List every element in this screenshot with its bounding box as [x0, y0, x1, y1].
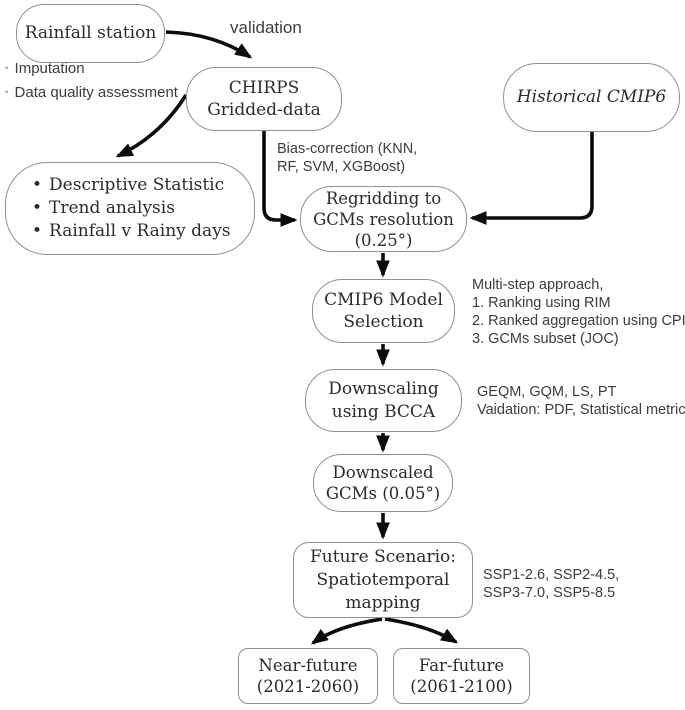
node-regridding: Regridding to GCMs resolution (0.25°)	[300, 186, 467, 252]
node-far-future: Far-future (2061-2100)	[393, 648, 530, 704]
dot-icon: ◦	[5, 87, 9, 98]
multistep-line4: 3. GCMs subset (JOC)	[472, 331, 619, 347]
station-note: ◦ Imputation	[5, 58, 178, 82]
node-future-line1: Future Scenario:	[310, 546, 456, 567]
node-downscaling-line2: using BCCA	[331, 401, 436, 422]
node-selection-line1: CMIP6 Model	[324, 289, 443, 310]
descriptive-item: • Trend analysis	[32, 197, 175, 220]
ssp-line2: SSP3-7.0, SSP5-8.5	[483, 585, 616, 601]
node-chirps-label-line1: CHIRPS	[228, 77, 300, 98]
node-rainfall-station-label: Rainfall station	[24, 23, 157, 44]
node-rainfall-station: Rainfall station	[16, 4, 165, 63]
node-near-future-line1: Near-future	[258, 655, 358, 675]
station-note-label: Data quality assessment	[14, 84, 178, 101]
node-cmip6-model-selection: CMIP6 Model Selection	[312, 279, 455, 343]
node-near-future: Near-future (2021-2060)	[238, 648, 378, 704]
ssp-line1: SSP1-2.6, SSP2-4.5,	[483, 567, 620, 583]
station-note: ◦ Data quality assessment	[5, 82, 178, 106]
node-downscaling-line1: Downscaling	[328, 379, 439, 400]
bias-correction-line2: RF, SVM, XGBoost)	[277, 159, 406, 175]
bullet-icon: •	[32, 221, 43, 241]
descriptive-item-label: Trend analysis	[49, 198, 175, 218]
annotation-multistep-approach: Multi-step approach, 1. Ranking using RI…	[472, 276, 685, 348]
node-far-future-line1: Far-future	[418, 655, 505, 675]
station-note-label: Imputation	[14, 60, 85, 77]
node-far-future-line2: (2061-2100)	[410, 677, 513, 696]
node-downscaling-bcca: Downscaling using BCCA	[305, 369, 462, 432]
node-descriptive-analysis: • Descriptive Statistic • Trend analysis…	[5, 162, 255, 255]
multistep-line1: Multi-step approach,	[472, 277, 604, 293]
node-selection-line2: Selection	[343, 312, 424, 332]
dot-icon: ◦	[5, 63, 9, 74]
annotation-station-notes: ◦ Imputation ◦ Data quality assessment	[5, 58, 178, 106]
node-regridding-line2: GCMs resolution	[313, 209, 454, 229]
multistep-line2: 1. Ranking using RIM	[472, 295, 611, 311]
arrow-future-to-near	[310, 617, 383, 645]
node-historical-cmip6: Historical CMIP6	[503, 63, 680, 132]
annotation-validation: validation	[230, 18, 302, 37]
node-chirps-label-line2: Gridded-data	[207, 100, 321, 120]
descriptive-item-label: Rainfall v Rainy days	[49, 221, 231, 241]
node-future-line3: mapping	[345, 592, 421, 613]
node-downscaled-gcms: Downscaled GCMs (0.05°)	[313, 454, 453, 512]
node-future-scenario: Future Scenario: Spatiotemporal mapping	[293, 542, 473, 618]
node-regridding-line3: (0.25°)	[354, 230, 413, 250]
descriptive-item-label: Descriptive Statistic	[49, 175, 225, 195]
downscaling-notes-line1: GEQM, GQM, LS, PT	[477, 384, 617, 400]
bullet-icon: •	[32, 175, 43, 195]
node-downscaled-line1: Downscaled	[332, 462, 434, 482]
node-future-line2: Spatiotemporal	[316, 569, 450, 590]
multistep-line3: 2. Ranked aggregation using CPI	[472, 313, 685, 329]
downscaling-notes-line2: Vaidation: PDF, Statistical metric	[477, 402, 685, 418]
descriptive-item: • Descriptive Statistic	[32, 174, 224, 197]
bullet-icon: •	[32, 198, 43, 218]
bias-correction-line1: Bias-correction (KNN,	[277, 141, 418, 157]
descriptive-item: • Rainfall v Rainy days	[32, 220, 231, 243]
node-chirps-gridded-data: CHIRPS Gridded-data	[186, 67, 342, 131]
node-regridding-line1: Regridding to	[325, 188, 442, 208]
annotation-ssp-scenarios: SSP1-2.6, SSP2-4.5, SSP3-7.0, SSP5-8.5	[483, 566, 619, 602]
node-downscaled-line2: GCMs (0.05°)	[325, 484, 441, 503]
annotation-downscaling-notes: GEQM, GQM, LS, PT Vaidation: PDF, Statis…	[477, 383, 685, 419]
arrow-historical-to-regridding	[469, 132, 594, 225]
node-historical-cmip6-label: Historical CMIP6	[516, 87, 667, 108]
arrow-future-to-far	[384, 617, 459, 644]
node-near-future-line2: (2021-2060)	[256, 677, 360, 696]
annotation-bias-correction: Bias-correction (KNN, RF, SVM, XGBoost)	[277, 140, 417, 176]
